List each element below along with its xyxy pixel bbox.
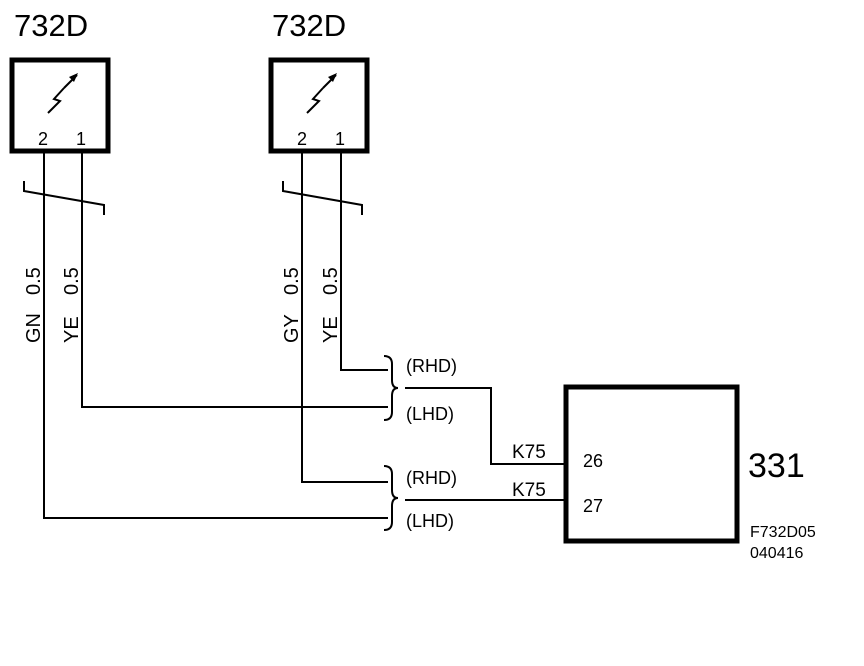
sensor-left-box [9, 57, 111, 154]
sensor-right: 732D 2 1 [268, 8, 370, 154]
wire-to-pin-26 [405, 387, 566, 465]
wire-gn-color: GN [23, 313, 45, 343]
twisted-pair-marker-right [282, 181, 363, 215]
wire-gy-size: 0.5 [281, 267, 303, 295]
variant-label-top-rhd: (RHD) [406, 356, 457, 376]
connector-label-bottom: K75 [512, 480, 546, 501]
module-box [563, 384, 740, 544]
connector-label-top: K75 [512, 442, 546, 463]
sensor-left-ref: 732D [14, 8, 88, 43]
sensor-left-pin-1: 1 [76, 129, 86, 149]
figure-date: 040416 [750, 545, 803, 562]
wire-ye-left-color: YE [61, 316, 83, 343]
wire-gn [43, 153, 388, 519]
variant-brace-top [383, 355, 399, 421]
wire-gy [301, 153, 388, 483]
wire-ye-right-size: 0.5 [320, 267, 342, 295]
figure-code: F732D05 [750, 524, 816, 541]
wire-ye-right [340, 153, 388, 371]
sensor-right-pin-2: 2 [297, 129, 307, 149]
wire-gy-color: GY [281, 314, 303, 343]
variant-label-bottom-lhd: (LHD) [406, 511, 454, 531]
wire-gn-size: 0.5 [23, 267, 45, 295]
wire-ye-left [81, 153, 388, 408]
module-pin-27: 27 [583, 496, 603, 516]
sensor-right-box [268, 57, 370, 154]
sensor-right-ref: 732D [272, 8, 346, 43]
module-331: 26 27 331 [563, 384, 805, 544]
sensor-symbol-icon [306, 73, 337, 114]
wire-ye-right-color: YE [320, 316, 342, 343]
sensor-right-pin-1: 1 [335, 129, 345, 149]
sensor-left: 732D 2 1 [9, 8, 111, 154]
variant-brace-bottom [383, 465, 399, 531]
sensor-left-pin-2: 2 [38, 129, 48, 149]
variant-label-top-lhd: (LHD) [406, 404, 454, 424]
module-pin-26: 26 [583, 451, 603, 471]
sensor-symbol-icon [47, 73, 78, 114]
module-ref: 331 [748, 447, 805, 485]
twisted-pair-marker-left [23, 181, 105, 215]
variant-label-bottom-rhd: (RHD) [406, 468, 457, 488]
wire-ye-left-size: 0.5 [61, 267, 83, 295]
